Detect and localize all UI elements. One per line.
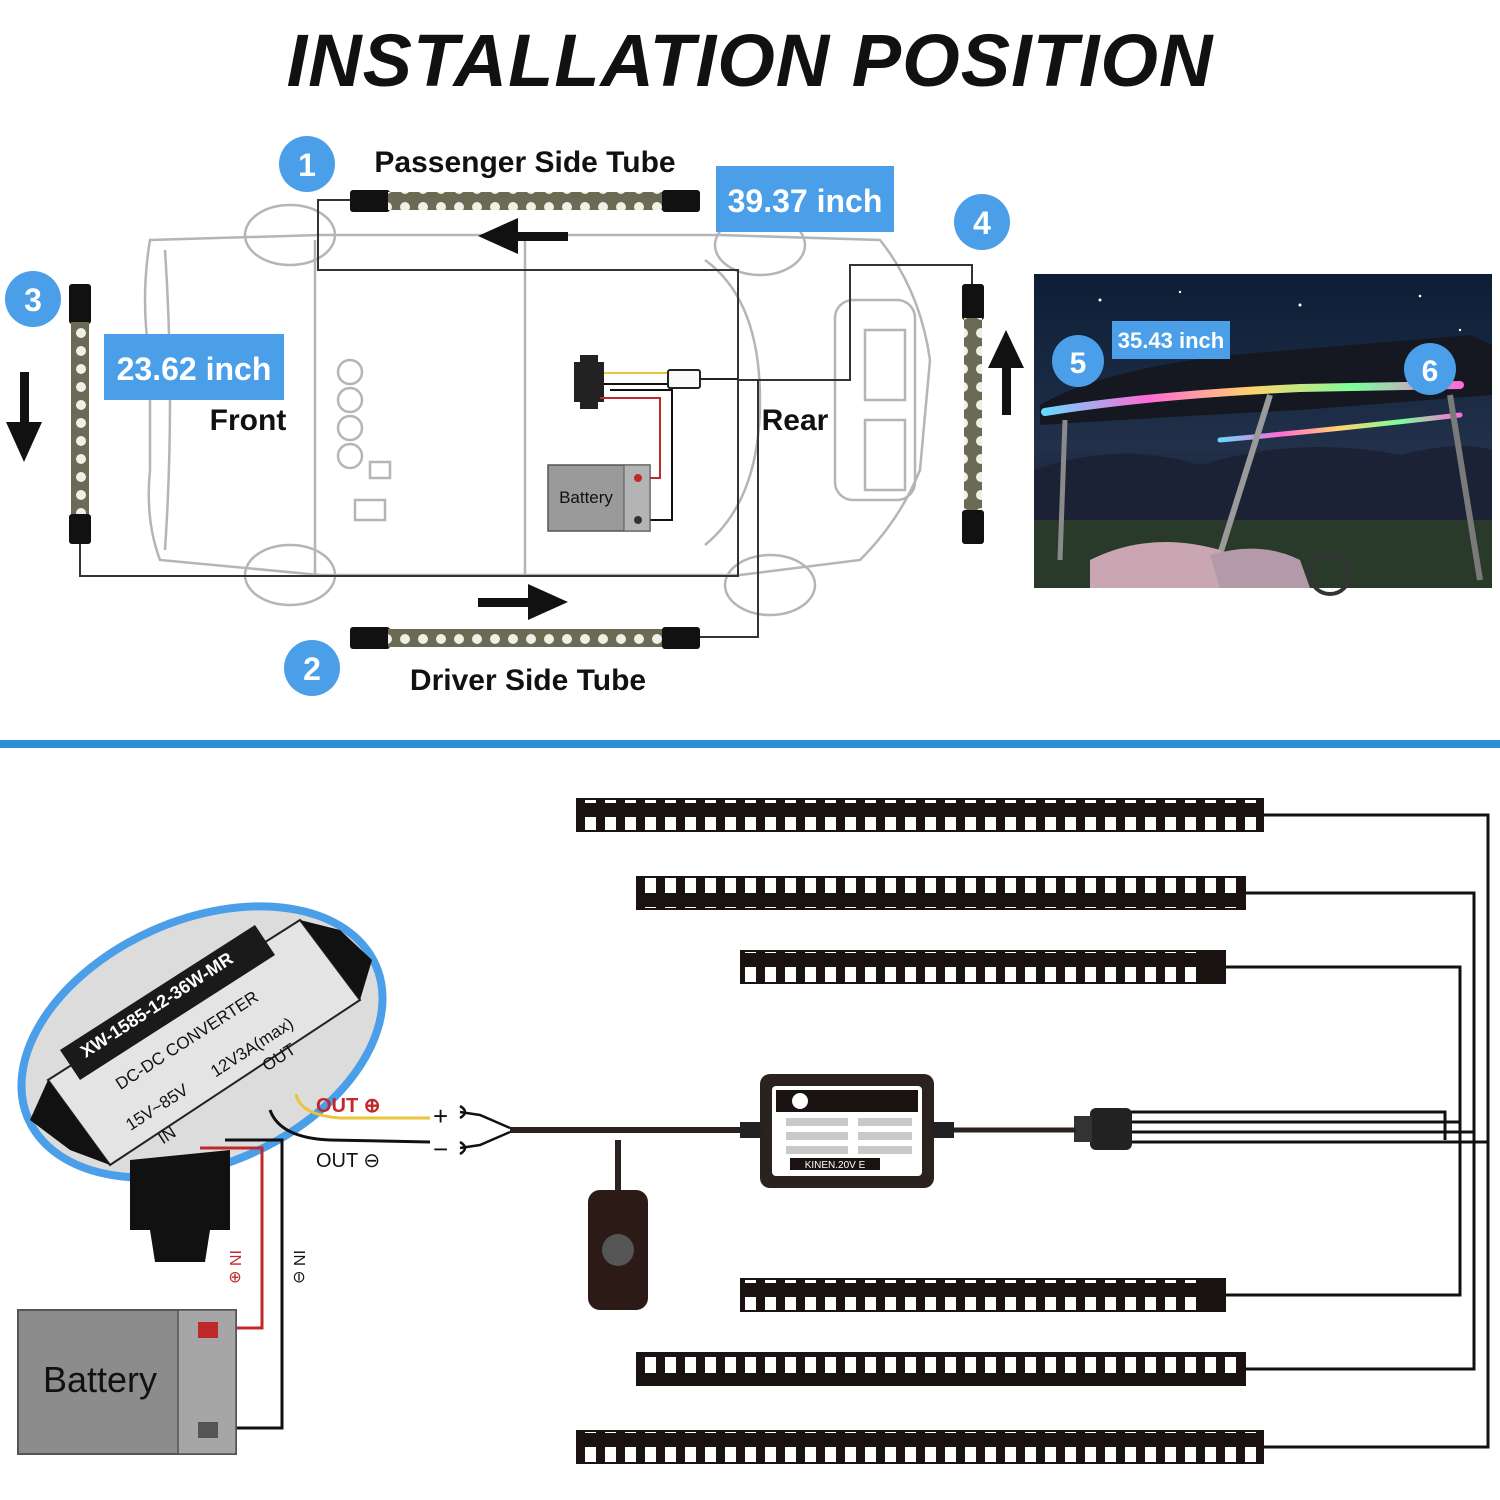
led-strip-4 (740, 1278, 1226, 1312)
svg-text:39.37 inch: 39.37 inch (728, 183, 883, 219)
page-title: INSTALLATION POSITION (286, 19, 1214, 102)
passenger-side-tube (350, 190, 700, 212)
wiring-harness-top (79, 199, 973, 638)
badge-3: 3 (5, 271, 61, 327)
front-tube (69, 284, 91, 544)
strip-wiring (1130, 813, 1490, 1449)
led-strip-1 (576, 798, 1264, 832)
converter-small (574, 355, 673, 521)
converter-body (130, 1150, 230, 1262)
svg-text:5: 5 (1070, 347, 1087, 380)
inline-switch (588, 1140, 648, 1310)
front-label: Front (210, 404, 287, 437)
section-divider (0, 740, 1500, 748)
controller-brand: KINEN.20V E (805, 1160, 866, 1171)
svg-text:3: 3 (24, 282, 42, 318)
measurement-front: 23.62 inch (104, 334, 284, 400)
led-strip-5 (636, 1352, 1246, 1386)
arrow-right-icon (478, 584, 568, 620)
plus-sign: + (433, 1101, 448, 1131)
passenger-side-label: Passenger Side Tube (374, 146, 675, 179)
controller-small (667, 369, 738, 389)
in-plus-label: IN ⊕ (226, 1250, 243, 1284)
arrow-down-icon (6, 372, 42, 462)
svg-text:4: 4 (973, 205, 991, 241)
driver-side-label: Driver Side Tube (410, 664, 646, 697)
converter-zoom: XW-1585-12-36W-MR DC-DC CONVERTER 15V~85… (17, 902, 387, 1182)
led-strip-2 (636, 876, 1246, 910)
battery-large-label: Battery (43, 1359, 157, 1400)
cart-night-photo (1034, 274, 1492, 596)
measurement-side: 39.37 inch (716, 166, 894, 232)
svg-text:6: 6 (1422, 355, 1439, 388)
driver-side-tube (350, 627, 700, 649)
svg-text:1: 1 (298, 147, 316, 183)
badge-6: 6 (1404, 343, 1456, 395)
badge-4: 4 (954, 194, 1010, 250)
battery-large: Battery (17, 1309, 237, 1455)
svg-text:35.43 inch: 35.43 inch (1118, 328, 1224, 353)
badge-1: 1 (279, 136, 335, 192)
out-minus-label: OUT ⊖ (316, 1150, 380, 1172)
measurement-rear: 35.43 inch (1112, 321, 1230, 359)
led-strip-3 (740, 950, 1226, 984)
battery-small: Battery (547, 464, 651, 532)
svg-text:23.62 inch: 23.62 inch (117, 351, 272, 387)
rear-label: Rear (762, 404, 829, 437)
rear-tube (962, 284, 984, 544)
led-strip-6 (576, 1430, 1264, 1464)
led-controller: KINEN.20V E (740, 1074, 954, 1188)
badge-2: 2 (284, 640, 340, 696)
arrow-left-icon (478, 218, 568, 254)
badge-5: 5 (1052, 335, 1104, 387)
multi-connector (1074, 1108, 1132, 1150)
out-plus-label: OUT ⊕ (316, 1095, 381, 1117)
svg-text:2: 2 (303, 651, 321, 687)
input-leads (459, 1104, 511, 1156)
battery-small-label: Battery (559, 488, 613, 507)
in-minus-label: IN ⊖ (290, 1250, 307, 1284)
arrow-up-icon (988, 330, 1024, 415)
minus-sign: − (433, 1134, 448, 1164)
